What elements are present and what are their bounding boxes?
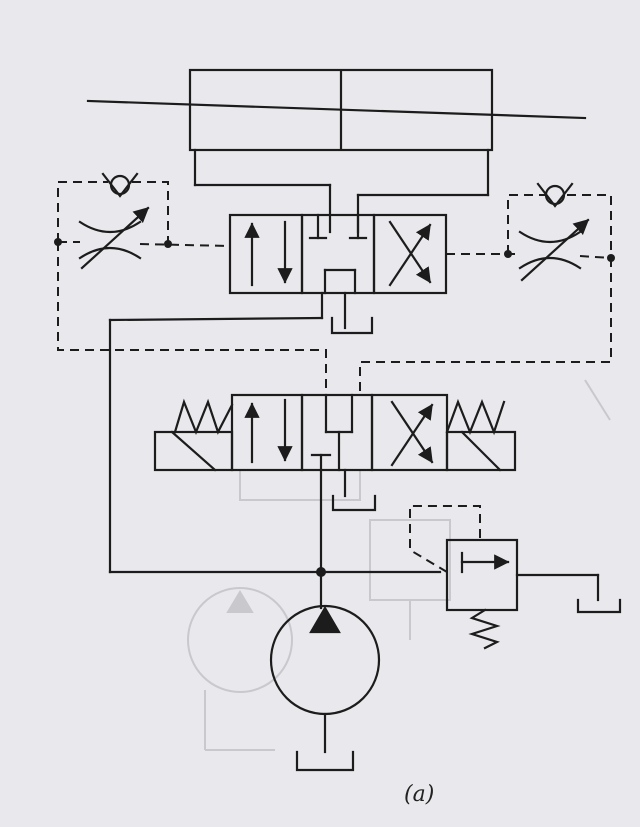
pilot-control-lines [57,181,612,573]
figure-caption: (a) [404,782,435,807]
solenoid-left [153,430,234,472]
throttle-check-valve-right [518,182,590,282]
relief-valve [445,538,622,650]
hydraulic-pump [269,604,381,772]
solenoid-right [445,430,517,472]
junction-dots [54,238,615,577]
bleed-through [187,379,611,751]
cylinder-barrel [188,68,494,152]
throttle-check-valve-left [78,172,150,270]
spring-right [445,398,506,436]
tank-upper-valve [330,316,374,335]
spring-left [173,398,234,435]
solenoid-pilot-directional-valve [153,393,517,574]
tank-pump [295,750,355,772]
tank-pilot-valve [331,494,377,512]
pilot-operated-directional-valve [228,213,448,330]
tank-relief [576,598,622,614]
relief-spring [468,608,501,650]
double-rod-hydraulic-cylinder [86,68,587,234]
piston-rod [86,99,587,120]
main-pressure-line [108,316,442,610]
